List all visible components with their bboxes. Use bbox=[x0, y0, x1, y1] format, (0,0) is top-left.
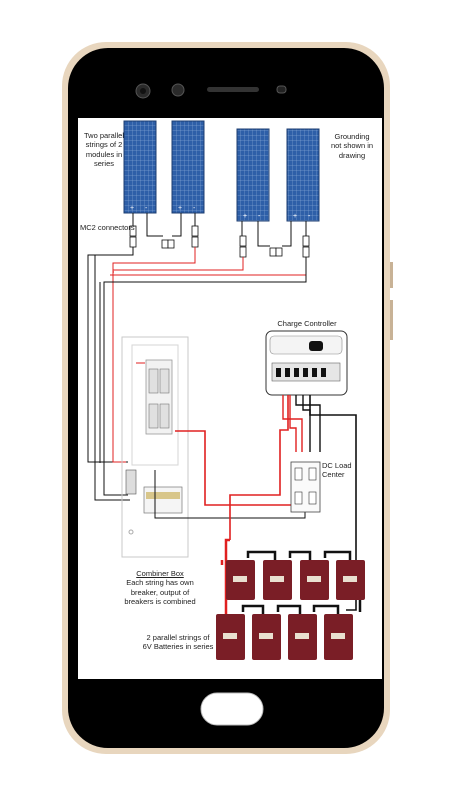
solar-panel-3 bbox=[236, 128, 270, 222]
strings-note: Two parallel strings of 2 modules in ser… bbox=[83, 131, 125, 169]
solar-panel-1 bbox=[123, 120, 157, 214]
led-indicator bbox=[276, 85, 287, 94]
string-wires bbox=[87, 247, 307, 501]
solar-diagram: + - + - + - + - bbox=[87, 120, 365, 660]
mc2-connectors-label: MC2 connectors bbox=[80, 223, 135, 232]
charge-controller-label: Charge Controller bbox=[277, 319, 337, 328]
panel-2-plus: + bbox=[178, 205, 182, 212]
charge-controller bbox=[265, 330, 348, 396]
battery-label-plates bbox=[223, 576, 357, 639]
solar-panel-4 bbox=[286, 128, 320, 222]
combiner-box bbox=[121, 336, 189, 558]
grounding-note: Grounding not shown in drawing bbox=[330, 132, 374, 160]
home-button[interactable] bbox=[200, 692, 264, 726]
solar-panel-2 bbox=[171, 120, 205, 214]
panel-2-minus: - bbox=[193, 205, 196, 212]
panel-3-minus: - bbox=[258, 213, 261, 220]
side-button-bottom[interactable] bbox=[390, 300, 393, 340]
panel-1-minus: - bbox=[145, 205, 148, 212]
dc-load-center-label: DC Load Center bbox=[322, 461, 352, 480]
combiner-box-label: Combiner Box Each string has own breaker… bbox=[124, 569, 196, 607]
panel-4-minus: - bbox=[308, 213, 311, 220]
controller-wires bbox=[229, 395, 357, 611]
panel-3-plus: + bbox=[243, 213, 247, 220]
dc-load-center bbox=[290, 461, 321, 513]
sensor-icon bbox=[171, 83, 185, 97]
panel-4-plus: + bbox=[293, 213, 297, 220]
panel-leads bbox=[132, 213, 307, 247]
side-button-top[interactable] bbox=[390, 262, 393, 288]
speaker-grille bbox=[207, 87, 259, 92]
battery-note: 2 parallel strings of 6V Batteries in se… bbox=[142, 633, 214, 652]
mc2-connectors bbox=[129, 225, 310, 258]
panel-1-plus: + bbox=[130, 205, 134, 212]
